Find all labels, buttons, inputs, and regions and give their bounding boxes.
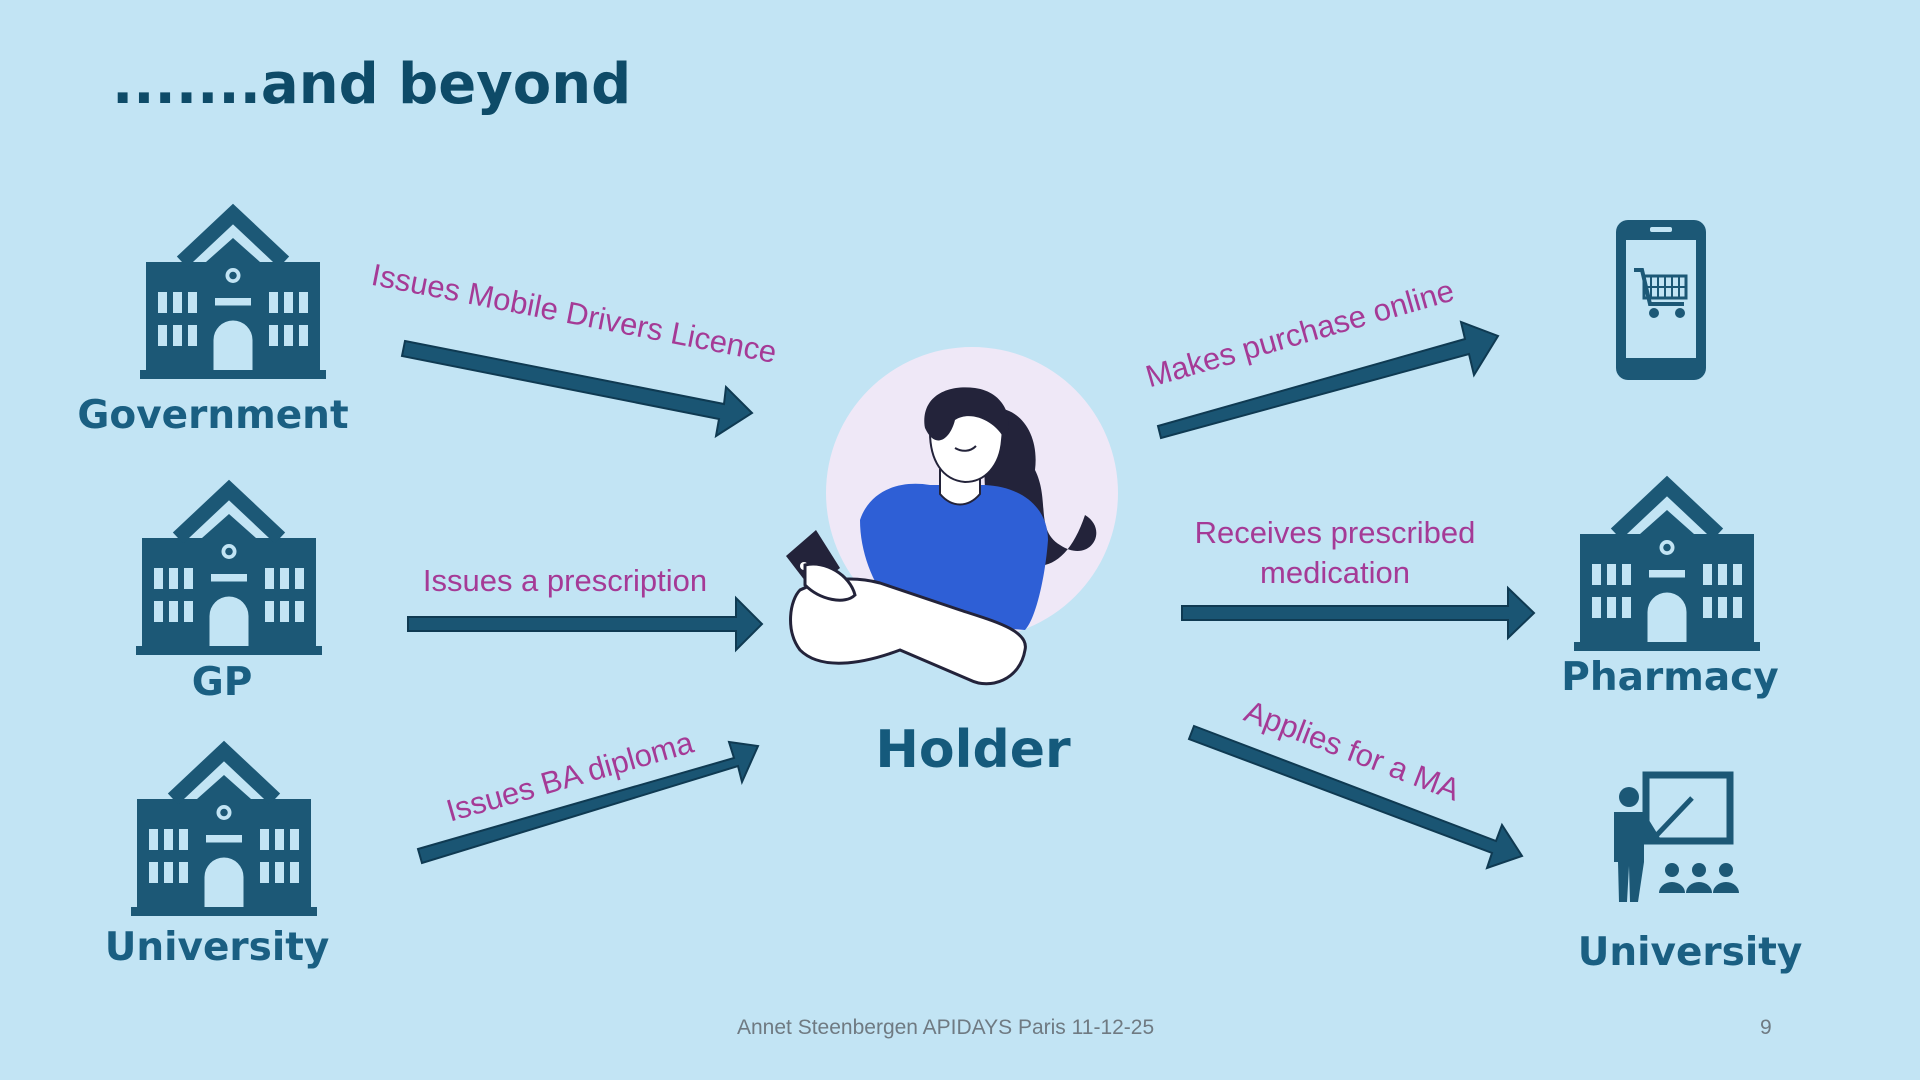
edge-label-receives-medication: Receives prescribed medication — [1150, 513, 1520, 594]
arrow-holder-to-university — [1187, 724, 1524, 870]
edge-label-receives-line1: Receives prescribed — [1194, 515, 1476, 550]
issuer-label-gp: GP — [191, 660, 253, 705]
arrows-layer — [400, 320, 1536, 870]
verifier-label-university: University — [1577, 930, 1803, 975]
gp-building-icon — [136, 490, 322, 655]
mobile-shopping-cart-icon — [1616, 220, 1706, 380]
pharmacy-building-icon — [1574, 486, 1760, 651]
holder-label: Holder — [875, 720, 1071, 780]
edge-label-receives-line2: medication — [1260, 555, 1410, 591]
arrow-university-to-holder — [416, 740, 760, 865]
issuer-label-government: Government — [77, 393, 349, 438]
arrow-holder-to-pharmacy — [1181, 585, 1536, 641]
arrow-holder-to-shop — [1156, 320, 1500, 440]
slide-title: .......and beyond — [112, 52, 632, 117]
holder-illustration — [786, 347, 1118, 686]
teacher-presentation-icon — [1614, 771, 1739, 902]
issuer-label-university: University — [104, 925, 330, 970]
verifier-label-pharmacy: Pharmacy — [1561, 655, 1779, 700]
page-number: 9 — [1760, 1016, 1772, 1039]
footer-author: Annet Steenbergen APIDAYS Paris 11-12-25 — [737, 1016, 1155, 1039]
arrow-gp-to-holder — [407, 595, 764, 653]
edge-label-issues-prescription: Issues a prescription — [422, 563, 708, 598]
arrow-government-to-holder — [400, 339, 754, 439]
government-building-icon — [140, 214, 326, 379]
university-building-icon — [131, 751, 317, 916]
